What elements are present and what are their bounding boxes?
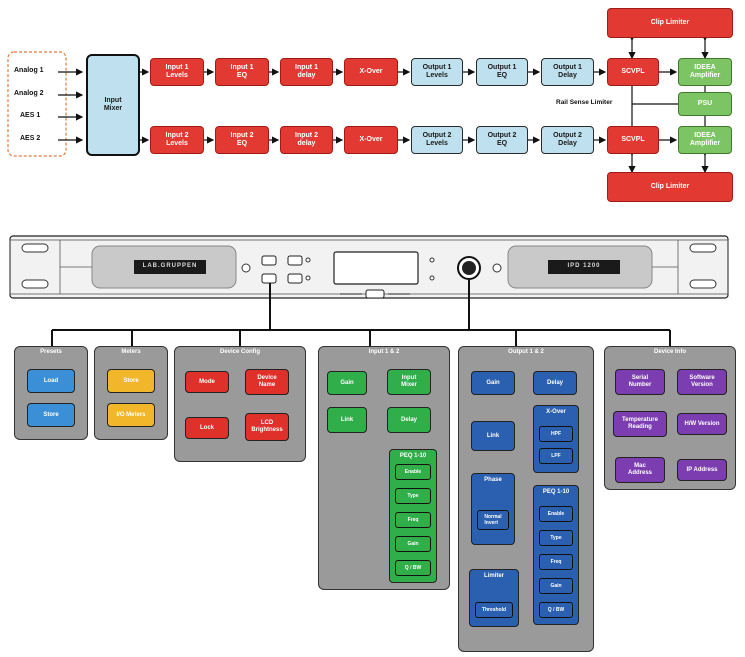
row1-xover: X-Over xyxy=(344,58,398,86)
output-limiter-title: Limiter xyxy=(483,573,504,579)
output-xover-group: X-Over HPF LPF xyxy=(533,405,579,473)
presets-title: Presets xyxy=(40,349,62,355)
lcd-brightness-button[interactable]: LCD Brightness xyxy=(245,413,289,441)
device-name-button[interactable]: Device Name xyxy=(245,369,289,395)
rail-sense-label: Rail Sense Limiter xyxy=(556,99,613,106)
output-panel: Output 1 & 2 Gain Delay X-Over HPF LPF L… xyxy=(458,346,594,652)
hw-version-button[interactable]: H/W Version xyxy=(677,413,727,435)
row1-output-levels: Output 1 Levels xyxy=(411,58,463,86)
output-peq-group: PEQ 1-10 Enable Type Freq Gain Q / BW xyxy=(533,485,579,625)
clip-limiter-top: Clip Limiter xyxy=(607,8,733,38)
meters-io-button[interactable]: I/O Meters xyxy=(107,403,155,427)
output-limiter-threshold[interactable]: Threshold xyxy=(475,602,513,618)
device-config-title: Device Config xyxy=(219,349,260,355)
output-xover-lpf[interactable]: LPF xyxy=(539,448,573,464)
input-peq-title: PEQ 1-10 xyxy=(399,453,427,459)
input-peq-group: PEQ 1-10 Enable Type Freq Gain Q / BW xyxy=(389,449,437,583)
input-title: Input 1 & 2 xyxy=(368,349,400,355)
meters-title: Meters xyxy=(121,349,141,355)
input-mixer-block: Input Mixer xyxy=(86,54,140,156)
input-peq-qbw[interactable]: Q / BW xyxy=(395,560,431,576)
row1-output-delay: Output 1 Delay xyxy=(541,58,594,86)
output-xover-title: X-Over xyxy=(546,409,566,415)
psu-block: PSU xyxy=(678,92,732,116)
input-peq-enable[interactable]: Enable xyxy=(395,464,431,480)
row2-scvpl: SCVPL xyxy=(607,126,659,154)
mac-address-button[interactable]: Mac Address xyxy=(615,457,665,483)
row2-input-levels: Input 2 Levels xyxy=(150,126,204,154)
serial-number-button[interactable]: Serial Number xyxy=(615,369,665,395)
ideea-amplifier-2: IDEEA Amplifier xyxy=(678,126,732,154)
input-link-button[interactable]: Link xyxy=(327,407,367,433)
input-mixer-button[interactable]: Input Mixer xyxy=(387,369,431,395)
device-info-panel: Device Info Serial Number Software Versi… xyxy=(604,346,736,490)
input-analog-2: Analog 2 xyxy=(14,90,44,97)
device-model: IPD 1200 xyxy=(567,263,601,269)
input-peq-gain[interactable]: Gain xyxy=(395,536,431,552)
presets-store-button[interactable]: Store xyxy=(27,403,75,427)
input-panel: Input 1 & 2 Gain Input Mixer Link Delay … xyxy=(318,346,450,590)
mode-button[interactable]: Mode xyxy=(185,371,229,393)
output-delay-button[interactable]: Delay xyxy=(533,371,577,395)
output-phase-title: Phase xyxy=(484,477,502,483)
output-gain-button[interactable]: Gain xyxy=(471,371,515,395)
row1-output-eq: Output 1 EQ xyxy=(476,58,528,86)
row2-output-levels: Output 2 Levels xyxy=(411,126,463,154)
input-peq-freq[interactable]: Freq xyxy=(395,512,431,528)
output-peq-enable[interactable]: Enable xyxy=(539,506,573,522)
output-peq-qbw[interactable]: Q / BW xyxy=(539,602,573,618)
output-phase-normal-invert[interactable]: Normal Invert xyxy=(477,510,509,530)
input-aes-2: AES 2 xyxy=(20,135,41,142)
row2-input-delay: Input 2 delay xyxy=(280,126,333,154)
presets-load-button[interactable]: Load xyxy=(27,369,75,393)
row1-input-levels: Input 1 Levels xyxy=(150,58,204,86)
output-peq-type[interactable]: Type xyxy=(539,530,573,546)
row2-input-eq: Input 2 EQ xyxy=(215,126,269,154)
device-info-title: Device Info xyxy=(653,349,686,355)
row2-output-delay: Output 2 Delay xyxy=(541,126,594,154)
row1-input-delay: Input 1 delay xyxy=(280,58,333,86)
input-analog-1: Analog 1 xyxy=(14,67,44,74)
device-brand: LAB.GRUPPEN xyxy=(142,263,198,269)
presets-panel: Presets Load Store xyxy=(14,346,88,440)
output-peq-gain[interactable]: Gain xyxy=(539,578,573,594)
input-peq-type[interactable]: Type xyxy=(395,488,431,504)
rack-unit xyxy=(9,235,729,299)
row1-input-eq: Input 1 EQ xyxy=(215,58,269,86)
clip-limiter-bottom: Clip Limiter xyxy=(607,172,733,202)
software-version-button[interactable]: Software Version xyxy=(677,369,727,395)
output-phase-group: Phase Normal Invert xyxy=(471,473,515,545)
input-delay-button[interactable]: Delay xyxy=(387,407,431,433)
output-title: Output 1 & 2 xyxy=(508,349,544,355)
row2-xover: X-Over xyxy=(344,126,398,154)
row2-output-eq: Output 2 EQ xyxy=(476,126,528,154)
meters-panel: Meters Store I/O Meters xyxy=(94,346,168,440)
output-peq-freq[interactable]: Freq xyxy=(539,554,573,570)
output-xover-hpf[interactable]: HPF xyxy=(539,426,573,442)
output-peq-title: PEQ 1-10 xyxy=(542,489,570,495)
temperature-reading-button[interactable]: Temperature Reading xyxy=(613,411,667,437)
row1-scvpl: SCVPL xyxy=(607,58,659,86)
output-link-button[interactable]: Link xyxy=(471,421,515,451)
inputs-frame xyxy=(7,51,67,157)
input-aes-1: AES 1 xyxy=(20,112,41,119)
ideea-amplifier-1: IDEEA Amplifier xyxy=(678,58,732,86)
meters-store-button[interactable]: Store xyxy=(107,369,155,393)
lock-button[interactable]: Lock xyxy=(185,417,229,439)
input-gain-button[interactable]: Gain xyxy=(327,371,367,395)
device-config-panel: Device Config Mode Device Name Lock LCD … xyxy=(174,346,306,462)
output-limiter-group: Limiter Threshold xyxy=(469,569,519,627)
ip-address-button[interactable]: IP Address xyxy=(677,459,727,481)
